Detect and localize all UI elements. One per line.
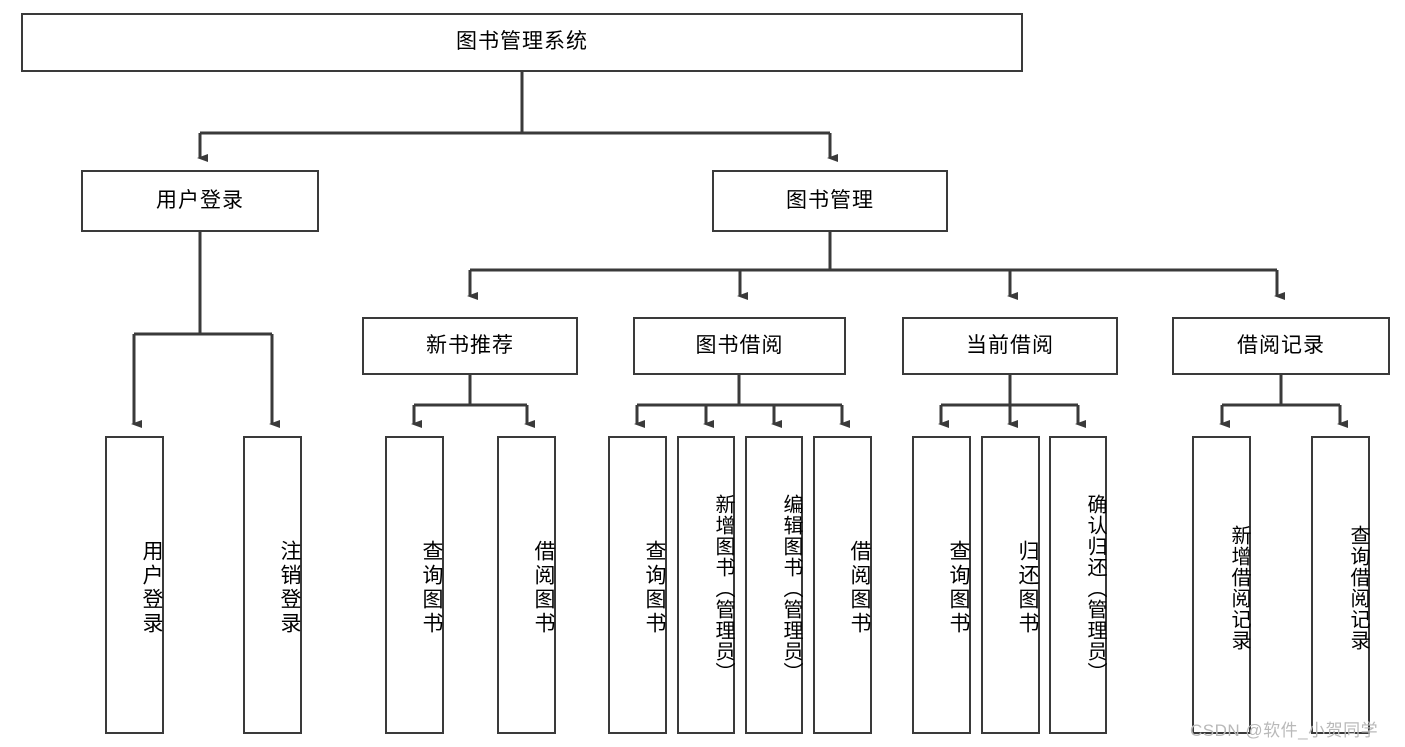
node-label: 新增借阅记录: [1228, 525, 1250, 651]
node-label: 用户登录: [156, 188, 244, 212]
node-label: 确认归还（管理员）: [1084, 493, 1106, 683]
node-label: 新增图书（管理员）: [712, 493, 734, 683]
leaf-recommend-query-book[interactable]: 查询图书: [385, 436, 444, 734]
leaf-user-login-logout[interactable]: 注销登录: [243, 436, 302, 734]
node-label: 图书管理系统: [456, 30, 588, 54]
leaf-record-query-record[interactable]: 查询借阅记录: [1311, 436, 1370, 734]
node-book-management[interactable]: 图书管理: [712, 170, 948, 232]
node-label: 查询图书: [947, 540, 970, 636]
node-label: 借阅图书: [532, 540, 555, 636]
leaf-recommend-borrow-book[interactable]: 借阅图书: [497, 436, 556, 734]
node-label: 注销登录: [278, 540, 301, 636]
leaf-current-return-book[interactable]: 归还图书: [981, 436, 1040, 734]
leaf-borrow-borrow-book[interactable]: 借阅图书: [813, 436, 872, 734]
leaf-borrow-query-book[interactable]: 查询图书: [608, 436, 667, 734]
leaf-user-login-login[interactable]: 用户登录: [105, 436, 164, 734]
node-label: 图书管理: [786, 188, 874, 212]
leaf-borrow-edit-book-admin[interactable]: 编辑图书（管理员）: [745, 436, 803, 734]
node-label: 查询图书: [420, 540, 443, 636]
node-label: 借阅图书: [848, 540, 871, 636]
node-label: 用户登录: [140, 540, 163, 636]
node-new-book-recommend[interactable]: 新书推荐: [362, 317, 578, 375]
leaf-record-add-record[interactable]: 新增借阅记录: [1192, 436, 1251, 734]
node-label: 新书推荐: [426, 333, 514, 357]
leaf-current-query-book[interactable]: 查询图书: [912, 436, 971, 734]
leaf-current-confirm-return-admin[interactable]: 确认归还（管理员）: [1049, 436, 1107, 734]
node-label: 借阅记录: [1237, 333, 1325, 357]
node-label: 查询图书: [643, 540, 666, 636]
node-root-system[interactable]: 图书管理系统: [21, 13, 1023, 72]
node-user-login[interactable]: 用户登录: [81, 170, 319, 232]
csdn-watermark: CSDN @软件_小贺同学: [1190, 721, 1379, 740]
leaf-borrow-add-book-admin[interactable]: 新增图书（管理员）: [677, 436, 735, 734]
node-borrow-record[interactable]: 借阅记录: [1172, 317, 1390, 375]
node-label: 当前借阅: [966, 333, 1054, 357]
node-current-borrow[interactable]: 当前借阅: [902, 317, 1118, 375]
node-label: 编辑图书（管理员）: [780, 493, 802, 683]
node-book-borrow[interactable]: 图书借阅: [633, 317, 846, 375]
node-label: 图书借阅: [695, 333, 784, 357]
node-label: 查询借阅记录: [1347, 525, 1369, 651]
node-label: 归还图书: [1016, 540, 1039, 636]
